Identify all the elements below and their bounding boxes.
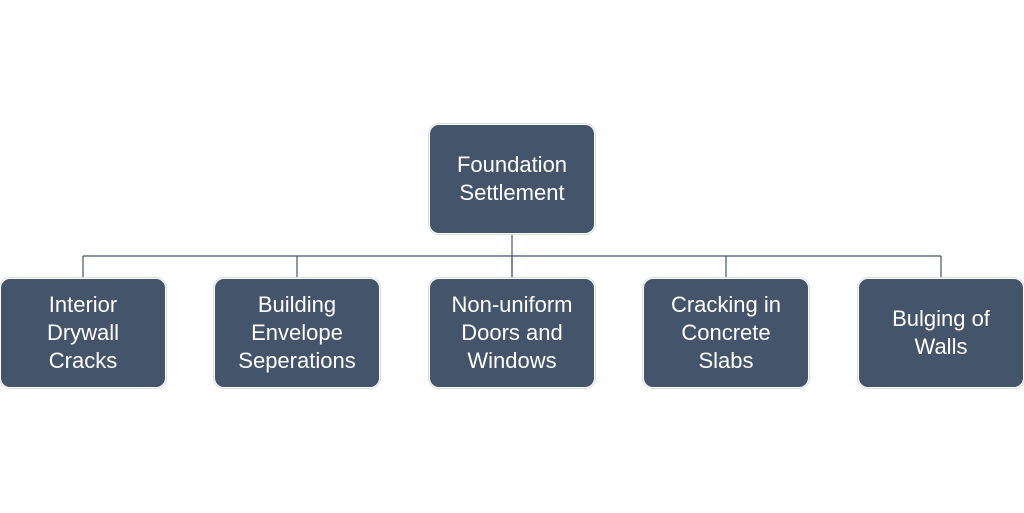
child-node-non-uniform-doors-windows: Non-uniform Doors and Windows [429, 278, 595, 388]
child-node-bulging-of-walls: Bulging of Walls [858, 278, 1024, 388]
child-node-cracking-concrete-slabs: Cracking in Concrete Slabs [643, 278, 809, 388]
root-node-foundation-settlement: Foundation Settlement [429, 124, 595, 234]
child-node-interior-drywall-cracks: Interior Drywall Cracks [0, 278, 166, 388]
child-node-building-envelope-separations: Building Envelope Seperations [214, 278, 380, 388]
